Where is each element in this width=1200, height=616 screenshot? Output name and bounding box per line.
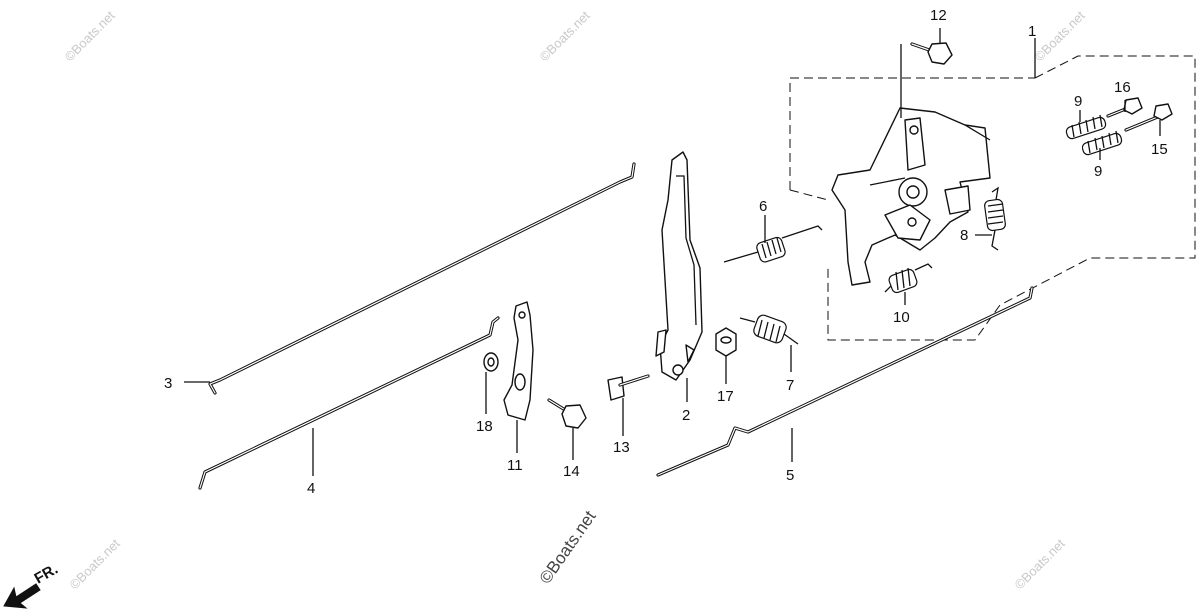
screw-15 [1124, 103, 1173, 132]
label-part-7: 7 [786, 377, 794, 394]
label-part-13: 13 [613, 439, 630, 456]
nut-17 [715, 327, 737, 357]
bolt-13 [607, 374, 650, 401]
label-part-12: 12 [930, 7, 947, 24]
label-part-3: 3 [164, 375, 172, 392]
washer [483, 352, 499, 372]
watermark-4: ©Boats.net [67, 536, 123, 592]
label-part-4: 4 [307, 480, 315, 497]
watermark-center: ©Boats.net [536, 507, 600, 587]
bolt-14 [547, 398, 587, 429]
front-arrow-icon [3, 583, 41, 609]
lever-arm [503, 301, 534, 421]
assembly-outline [789, 55, 1196, 341]
watermark-1: ©Boats.net [62, 8, 118, 64]
leader-lines [184, 28, 1161, 476]
spring-7 [739, 314, 799, 345]
label-part-5: 5 [786, 467, 794, 484]
label-part-9b: 9 [1094, 163, 1102, 180]
watermark-5: ©Boats.net [1012, 536, 1068, 592]
bolt-12 [910, 42, 953, 65]
spring-10 [884, 263, 933, 294]
control-base-plate [831, 107, 991, 286]
label-part-11: 11 [507, 457, 523, 474]
part-number-labels: 1 2 3 4 5 6 7 8 9 9 10 11 12 13 14 15 16… [164, 7, 1168, 497]
label-part-14: 14 [563, 463, 580, 480]
spring-8 [984, 186, 1006, 251]
label-part-6: 6 [759, 198, 767, 215]
label-part-10: 10 [893, 309, 910, 326]
label-part-16: 16 [1114, 79, 1131, 96]
label-part-18: 18 [476, 418, 493, 435]
rod-4 [198, 316, 500, 490]
label-part-9a: 9 [1074, 93, 1082, 110]
watermark-2: ©Boats.net [537, 8, 593, 64]
watermarks: ©Boats.net ©Boats.net ©Boats.net ©Boats.… [62, 8, 1088, 592]
spring-6 [723, 225, 823, 263]
springs-9 [1065, 114, 1123, 156]
label-part-2: 2 [682, 407, 690, 424]
front-label: FR. [32, 561, 61, 588]
control-lever [655, 151, 703, 381]
label-part-1: 1 [1028, 23, 1036, 40]
rod-5 [656, 286, 1034, 477]
rod-3 [208, 162, 636, 395]
label-part-15: 15 [1151, 141, 1168, 158]
label-part-8: 8 [960, 227, 968, 244]
label-part-17: 17 [717, 388, 734, 405]
front-direction-indicator: FR. [3, 561, 61, 609]
